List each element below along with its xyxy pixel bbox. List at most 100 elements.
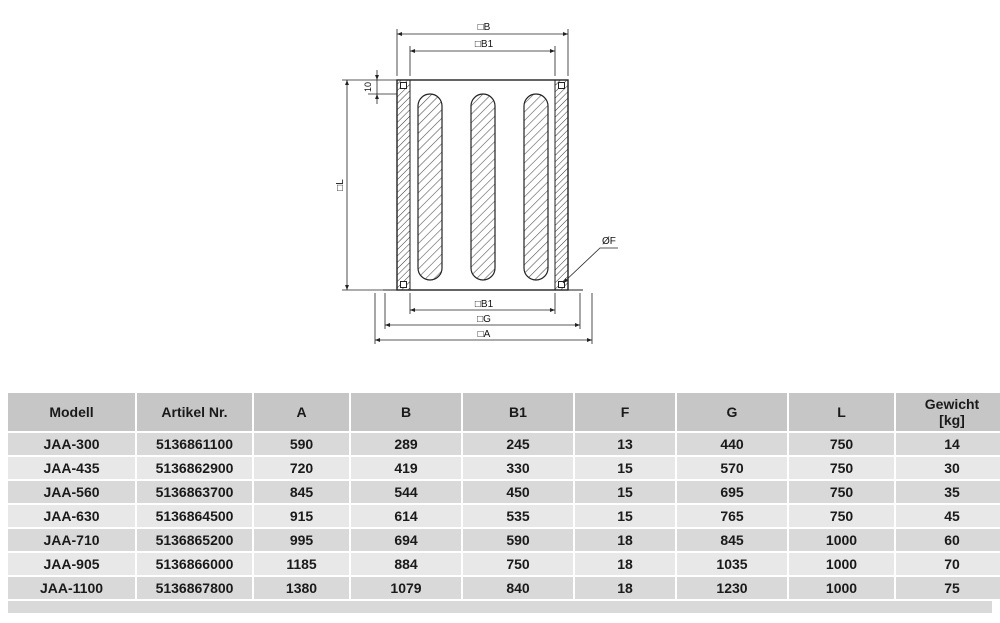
table-row: JAA-630 5136864500 915 614 535 15 765 75… bbox=[8, 505, 1000, 527]
table-footer-strip bbox=[8, 601, 992, 613]
cell-b1: 535 bbox=[463, 505, 573, 527]
col-header-artikel-nr: Artikel Nr. bbox=[137, 393, 252, 431]
cell-g: 765 bbox=[677, 505, 787, 527]
cell-l: 750 bbox=[789, 433, 894, 455]
cell-artikel-nr: 5136863700 bbox=[137, 481, 252, 503]
cell-g: 1035 bbox=[677, 553, 787, 575]
cell-artikel-nr: 5136861100 bbox=[137, 433, 252, 455]
cell-l: 750 bbox=[789, 505, 894, 527]
cell-b: 289 bbox=[351, 433, 461, 455]
dimension-g-bottom: □G bbox=[384, 293, 581, 329]
cell-l: 750 bbox=[789, 457, 894, 479]
cell-g: 845 bbox=[677, 529, 787, 551]
cell-b1: 750 bbox=[463, 553, 573, 575]
col-header-b: B bbox=[351, 393, 461, 431]
cell-b1: 330 bbox=[463, 457, 573, 479]
dim-label-g: □G bbox=[477, 314, 491, 325]
dimension-b-top: □B bbox=[396, 22, 569, 76]
mounting-hole-bottom-right bbox=[558, 281, 565, 288]
cell-b: 884 bbox=[351, 553, 461, 575]
table-row: JAA-560 5136863700 845 544 450 15 695 75… bbox=[8, 481, 1000, 503]
cell-a: 590 bbox=[254, 433, 349, 455]
cell-artikel-nr: 5136867800 bbox=[137, 577, 252, 599]
table-header-row: Modell Artikel Nr. A B B1 F G L Gewicht … bbox=[8, 393, 1000, 431]
cell-a: 845 bbox=[254, 481, 349, 503]
cell-b: 544 bbox=[351, 481, 461, 503]
col-header-g: G bbox=[677, 393, 787, 431]
cell-b: 694 bbox=[351, 529, 461, 551]
dim-label-b1-top: □B1 bbox=[475, 39, 494, 50]
cell-modell: JAA-710 bbox=[8, 529, 135, 551]
cell-gewicht: 60 bbox=[896, 529, 1000, 551]
dimension-a-bottom: □A bbox=[374, 293, 593, 344]
dimension-l-left: □L bbox=[335, 79, 397, 291]
cell-modell: JAA-1100 bbox=[8, 577, 135, 599]
drawing-svg: □B □B1 10 □L bbox=[335, 22, 618, 344]
col-header-a: A bbox=[254, 393, 349, 431]
cell-b1: 590 bbox=[463, 529, 573, 551]
dim-label-lip-10: 10 bbox=[363, 82, 373, 92]
mounting-hole-top-left bbox=[400, 82, 407, 89]
table-body: JAA-300 5136861100 590 289 245 13 440 75… bbox=[8, 433, 1000, 599]
cell-artikel-nr: 5136866000 bbox=[137, 553, 252, 575]
cell-g: 440 bbox=[677, 433, 787, 455]
cell-a: 995 bbox=[254, 529, 349, 551]
col-header-f: F bbox=[575, 393, 675, 431]
cell-f: 13 bbox=[575, 433, 675, 455]
cell-f: 15 bbox=[575, 457, 675, 479]
cell-artikel-nr: 5136864500 bbox=[137, 505, 252, 527]
louver-slot-2 bbox=[470, 93, 496, 281]
louver-slot-3 bbox=[523, 93, 549, 281]
dim-label-f-diameter: ØF bbox=[602, 236, 616, 247]
col-header-gewicht: Gewicht [kg] bbox=[896, 393, 1000, 431]
cell-g: 570 bbox=[677, 457, 787, 479]
dim-label-a: □A bbox=[478, 329, 491, 340]
col-header-b1: B1 bbox=[463, 393, 573, 431]
cell-f: 18 bbox=[575, 529, 675, 551]
cell-gewicht: 35 bbox=[896, 481, 1000, 503]
cell-f: 15 bbox=[575, 505, 675, 527]
table-row: JAA-300 5136861100 590 289 245 13 440 75… bbox=[8, 433, 1000, 455]
cell-gewicht: 30 bbox=[896, 457, 1000, 479]
grille-technical-drawing: □B □B1 10 □L bbox=[320, 2, 660, 362]
dimension-lip-10: 10 bbox=[363, 70, 397, 104]
grille-body bbox=[383, 79, 583, 291]
cell-modell: JAA-560 bbox=[8, 481, 135, 503]
louver-slot-1 bbox=[417, 93, 443, 281]
col-header-modell: Modell bbox=[8, 393, 135, 431]
cell-modell: JAA-630 bbox=[8, 505, 135, 527]
dim-label-b1-bottom: □B1 bbox=[475, 299, 494, 310]
cell-gewicht: 75 bbox=[896, 577, 1000, 599]
cell-f: 18 bbox=[575, 577, 675, 599]
dimension-b1-top: □B1 bbox=[409, 39, 556, 76]
cell-l: 1000 bbox=[789, 577, 894, 599]
cell-a: 720 bbox=[254, 457, 349, 479]
cell-gewicht: 70 bbox=[896, 553, 1000, 575]
cell-b: 419 bbox=[351, 457, 461, 479]
cell-gewicht: 45 bbox=[896, 505, 1000, 527]
cell-b1: 450 bbox=[463, 481, 573, 503]
callout-hole-diameter-f: ØF bbox=[562, 236, 618, 284]
cell-a: 915 bbox=[254, 505, 349, 527]
cell-g: 1230 bbox=[677, 577, 787, 599]
cell-l: 1000 bbox=[789, 529, 894, 551]
cell-l: 750 bbox=[789, 481, 894, 503]
table-row: JAA-1100 5136867800 1380 1079 840 18 123… bbox=[8, 577, 1000, 599]
cell-modell: JAA-435 bbox=[8, 457, 135, 479]
cell-f: 18 bbox=[575, 553, 675, 575]
cell-a: 1380 bbox=[254, 577, 349, 599]
cell-artikel-nr: 5136862900 bbox=[137, 457, 252, 479]
cell-b: 614 bbox=[351, 505, 461, 527]
mounting-hole-top-right bbox=[558, 82, 565, 89]
cell-b1: 840 bbox=[463, 577, 573, 599]
cell-b: 1079 bbox=[351, 577, 461, 599]
cell-gewicht: 14 bbox=[896, 433, 1000, 455]
table-row: JAA-710 5136865200 995 694 590 18 845 10… bbox=[8, 529, 1000, 551]
cell-a: 1185 bbox=[254, 553, 349, 575]
dimension-b1-bottom: □B1 bbox=[409, 293, 556, 314]
cell-g: 695 bbox=[677, 481, 787, 503]
dim-label-b-top: □B bbox=[478, 22, 491, 33]
spec-table-grid: Modell Artikel Nr. A B B1 F G L Gewicht … bbox=[6, 391, 1000, 601]
cell-b1: 245 bbox=[463, 433, 573, 455]
